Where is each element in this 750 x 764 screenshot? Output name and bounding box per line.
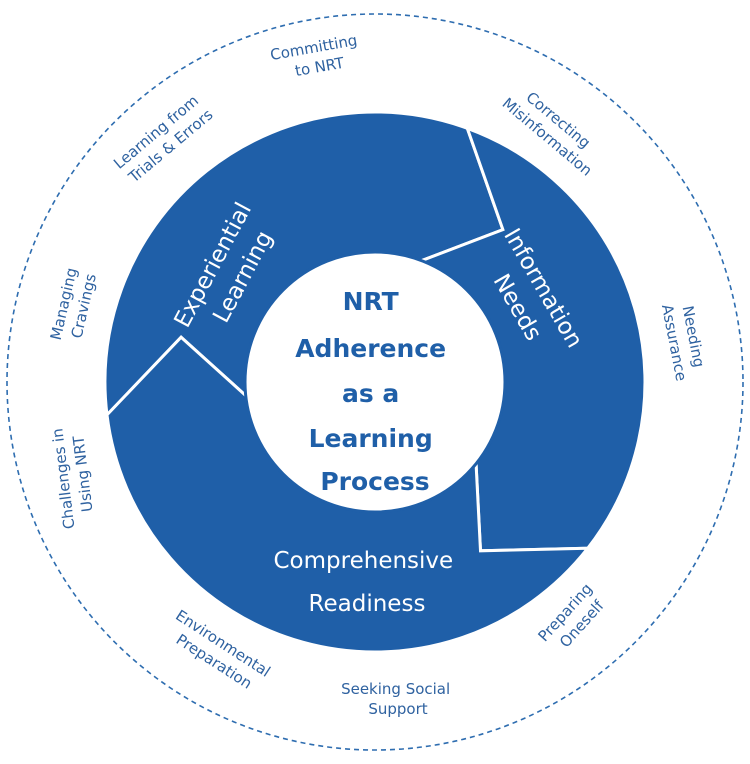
center-line-2: Adherence <box>295 334 446 363</box>
subtheme-needing-assurance: Needing Assurance <box>658 299 710 383</box>
center-line-4: Learning <box>309 424 433 453</box>
center-line-1: NRT <box>343 287 399 316</box>
center-line-3: as a <box>342 379 399 408</box>
subtheme-committing: Committing to NRT <box>269 30 367 84</box>
comprehensive-readiness-label: Comprehensive Readiness <box>274 548 461 617</box>
center-line-5: Process <box>320 467 429 496</box>
readiness-line-2: Readiness <box>309 591 426 617</box>
subtheme-seeking-social-support: Seeking Social Support <box>341 680 455 718</box>
outer-dashed-ring <box>6 13 744 751</box>
subtheme-managing-cravings: Managing Cravings <box>47 261 102 346</box>
center-circle <box>243 250 507 514</box>
center-title: NRT Adherence as a Learning Process <box>295 287 455 496</box>
subtheme-challenges-using-nrt: Challenges in Using NRT <box>48 420 99 530</box>
readiness-line-1: Comprehensive <box>274 548 454 574</box>
